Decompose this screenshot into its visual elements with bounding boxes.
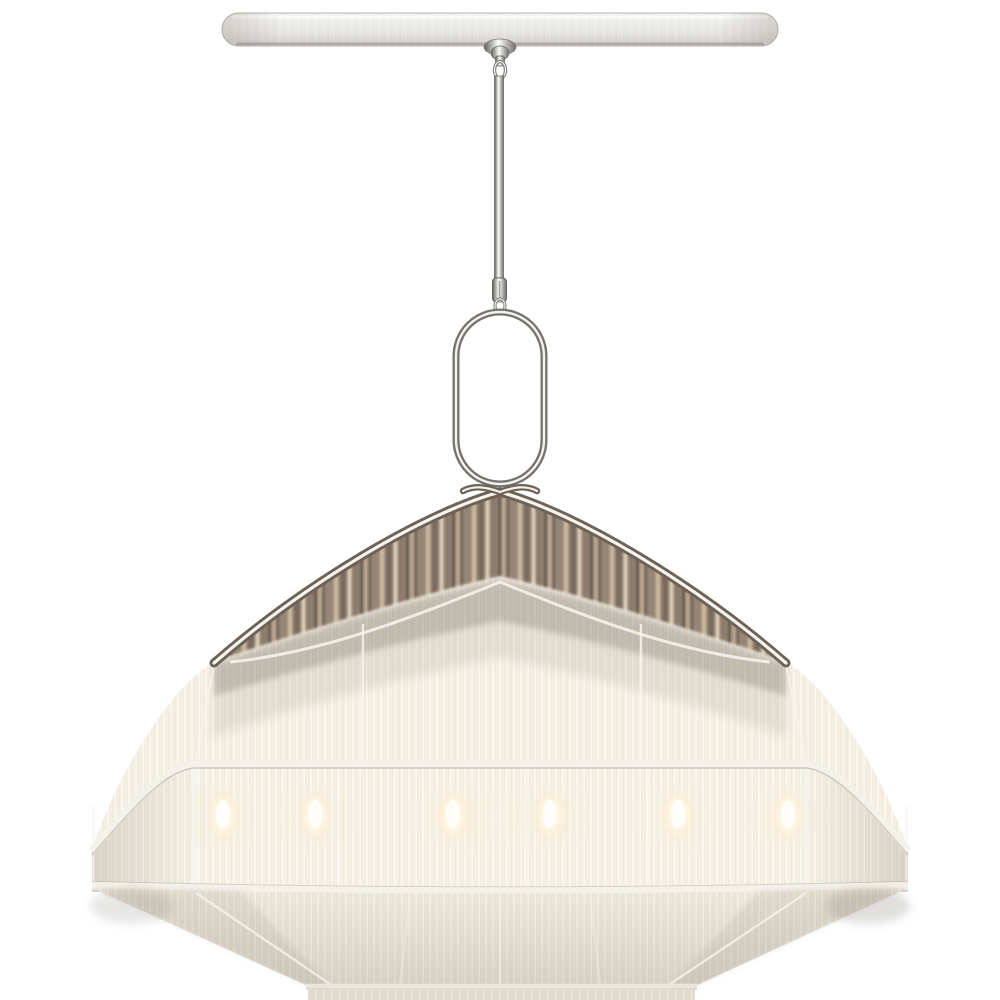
hanging-stem — [483, 38, 517, 315]
upper-trim — [89, 760, 911, 854]
bulb-glow — [742, 776, 834, 856]
bulb-glow — [269, 776, 361, 856]
suspension-ring — [452, 308, 548, 488]
lower-trim — [91, 881, 909, 896]
shade-band — [92, 764, 908, 892]
bulb-glow — [504, 776, 596, 856]
bulb-glow — [632, 776, 724, 856]
ceiling-canopy — [221, 12, 779, 47]
stem-rod — [494, 75, 504, 279]
bottom-skirt — [308, 990, 695, 1000]
arm-reflection-band — [214, 490, 786, 661]
shade-bottom — [90, 888, 910, 1000]
support-arms — [209, 484, 791, 668]
bulb-glow — [177, 776, 269, 856]
roof-ridge-trim — [229, 580, 771, 664]
lamp-shade — [89, 492, 911, 1000]
bulb-glow — [407, 776, 499, 856]
